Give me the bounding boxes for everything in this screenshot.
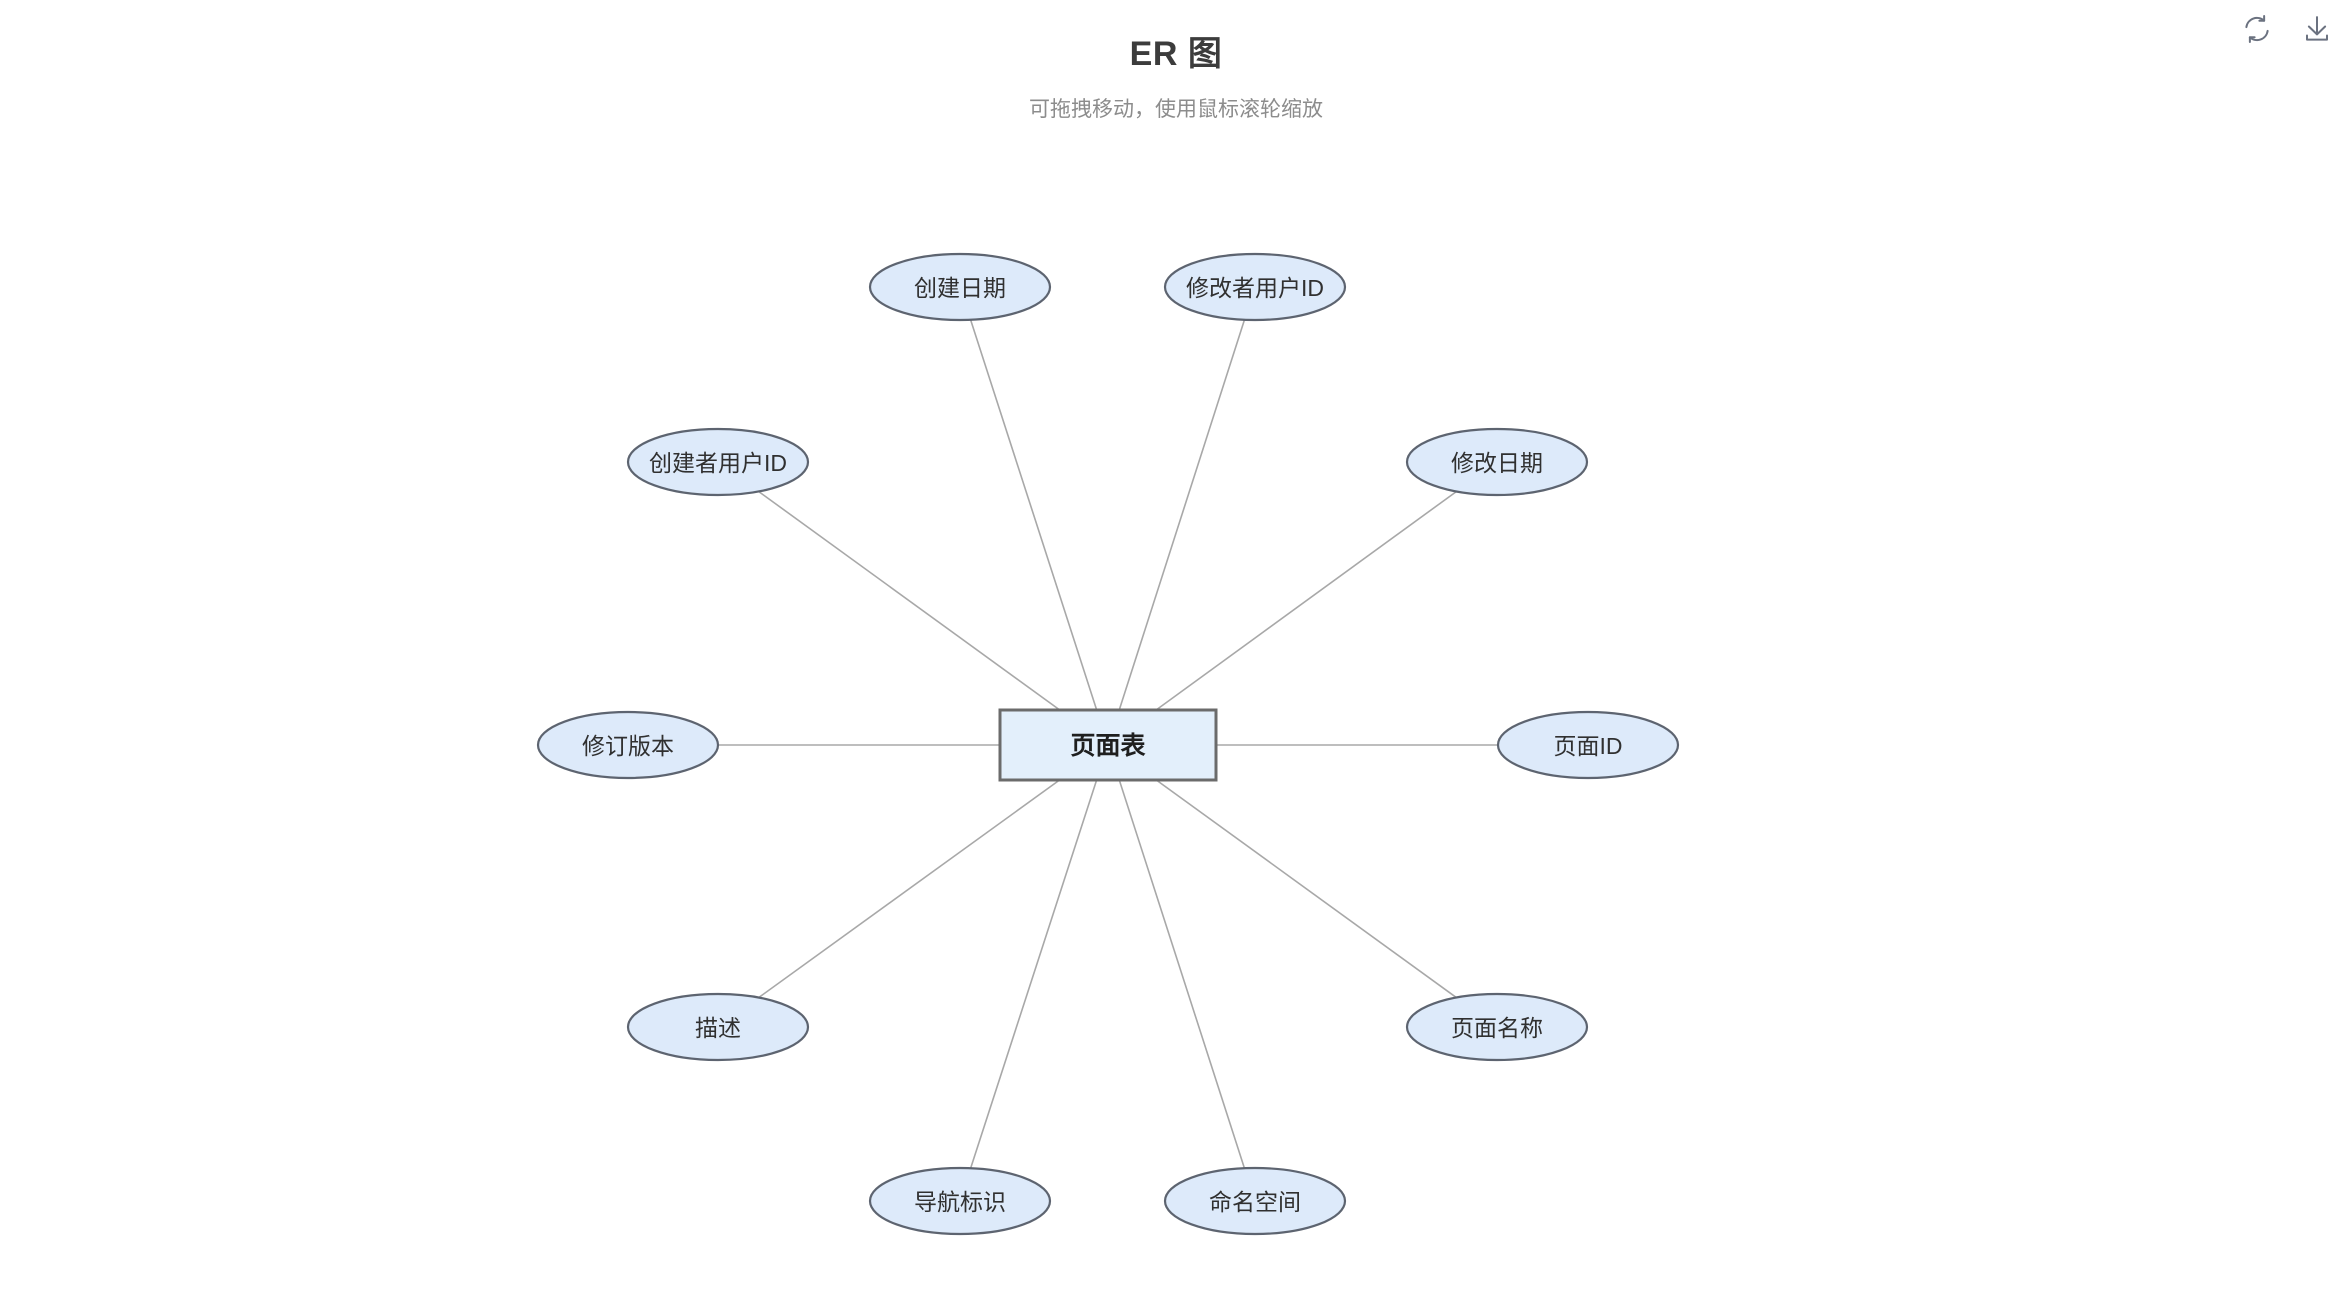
attribute-ellipse[interactable] bbox=[868, 1166, 1052, 1236]
er-edge bbox=[1118, 779, 1246, 1169]
attribute-label: 描述 bbox=[695, 1015, 741, 1041]
attribute-label: 修改日期 bbox=[1451, 450, 1543, 476]
er-edge bbox=[969, 779, 1098, 1169]
attribute-ellipse[interactable] bbox=[536, 710, 720, 780]
attribute-label: 命名空间 bbox=[1209, 1189, 1301, 1215]
attribute-label: 修订版本 bbox=[582, 733, 674, 759]
attribute-ellipse[interactable] bbox=[1496, 710, 1680, 780]
edges-layer bbox=[718, 319, 1498, 1169]
entity-layer: 页面表 bbox=[998, 708, 1218, 782]
attribute-ellipse[interactable] bbox=[1163, 252, 1347, 322]
attribute-ellipse[interactable] bbox=[868, 252, 1052, 322]
attribute-label: 页面名称 bbox=[1451, 1015, 1543, 1041]
attribute-node[interactable]: 创建日期 bbox=[868, 252, 1052, 322]
er-edge bbox=[758, 779, 1061, 999]
attribute-node[interactable]: 修改日期 bbox=[1405, 427, 1589, 497]
attribute-ellipse[interactable] bbox=[1405, 992, 1589, 1062]
er-edge bbox=[758, 490, 1061, 711]
refresh-button[interactable] bbox=[2240, 12, 2274, 46]
entity-rect[interactable] bbox=[998, 708, 1218, 782]
entity-label: 页面表 bbox=[1070, 732, 1146, 760]
attribute-node[interactable]: 命名空间 bbox=[1163, 1166, 1347, 1236]
toolbar bbox=[2240, 12, 2334, 46]
attribute-ellipse[interactable] bbox=[1405, 427, 1589, 497]
attribute-label: 创建日期 bbox=[914, 275, 1006, 301]
download-button[interactable] bbox=[2300, 12, 2334, 46]
er-edge bbox=[969, 319, 1098, 711]
attribute-node[interactable]: 页面ID bbox=[1496, 710, 1680, 780]
attribute-node[interactable]: 修订版本 bbox=[536, 710, 720, 780]
attribute-label: 导航标识 bbox=[914, 1189, 1006, 1215]
attribute-ellipse[interactable] bbox=[1163, 1166, 1347, 1236]
attribute-node[interactable]: 导航标识 bbox=[868, 1166, 1052, 1236]
attribute-ellipse[interactable] bbox=[626, 427, 810, 497]
refresh-icon bbox=[2242, 14, 2272, 44]
attribute-label: 页面ID bbox=[1554, 733, 1623, 759]
attribute-node[interactable]: 修改者用户ID bbox=[1163, 252, 1347, 322]
attribute-node[interactable]: 页面名称 bbox=[1405, 992, 1589, 1062]
attribute-ellipse[interactable] bbox=[626, 992, 810, 1062]
attribute-label: 创建者用户ID bbox=[649, 450, 787, 476]
attribute-label: 修改者用户ID bbox=[1186, 275, 1324, 301]
er-edge bbox=[1155, 779, 1457, 999]
entity-node[interactable]: 页面表 bbox=[998, 708, 1218, 782]
attribute-node[interactable]: 创建者用户ID bbox=[626, 427, 810, 497]
er-edge bbox=[1118, 319, 1246, 711]
attribute-node[interactable]: 描述 bbox=[626, 992, 810, 1062]
download-icon bbox=[2302, 14, 2332, 44]
er-edge bbox=[1155, 490, 1457, 711]
